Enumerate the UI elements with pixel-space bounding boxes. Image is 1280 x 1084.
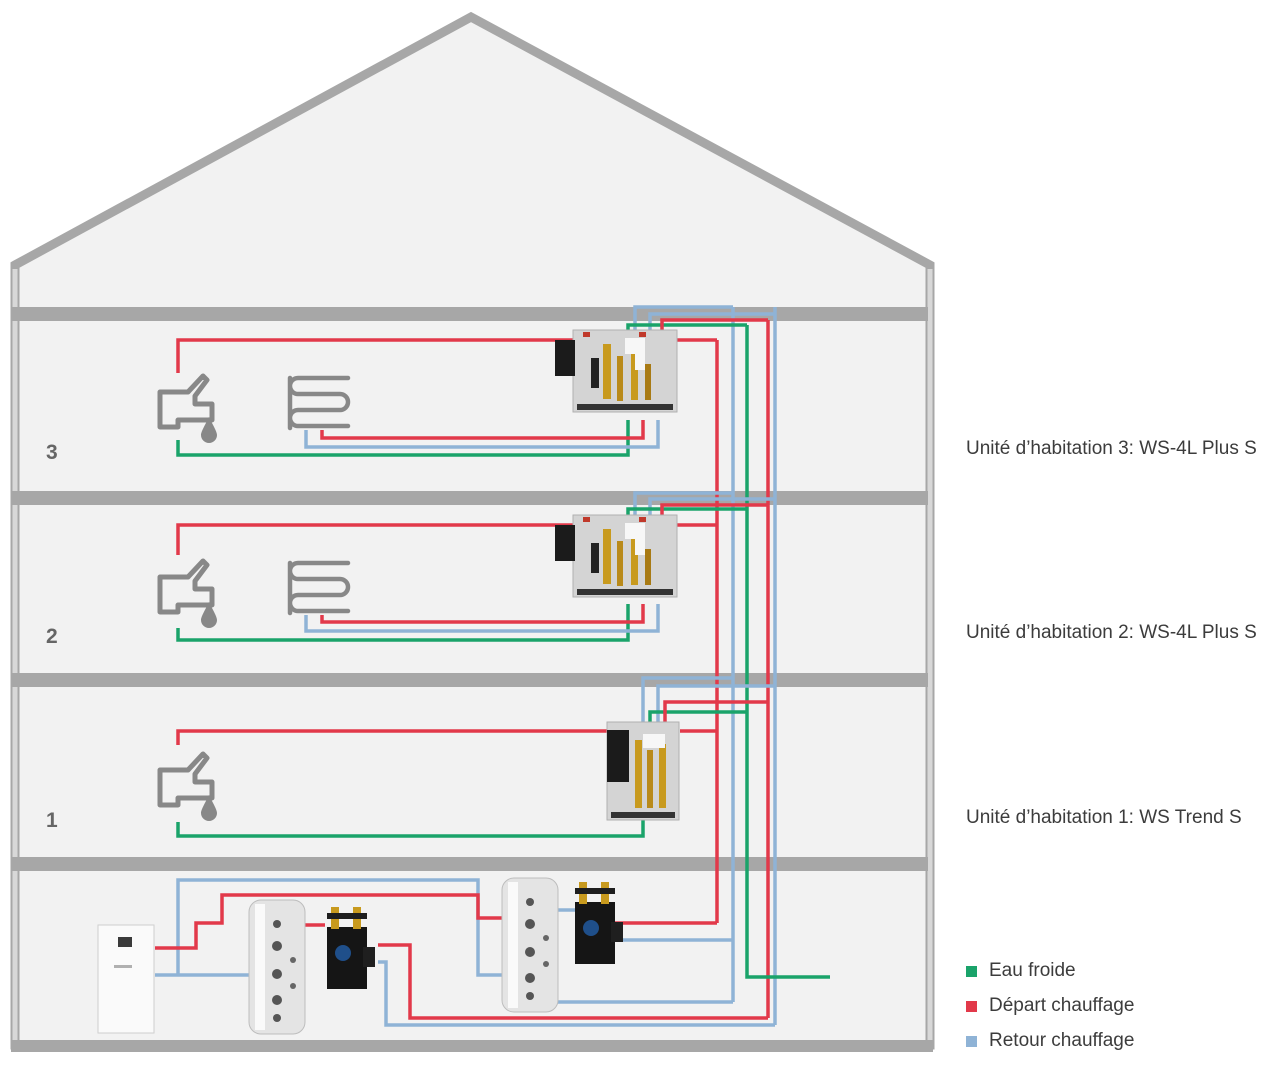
legend-swatch (966, 1000, 977, 1012)
floor-number: 1 (46, 809, 58, 832)
storage-tank (501, 877, 559, 1013)
floor-heating-icon (287, 375, 351, 431)
unit-label: Unité d’habitation 2: WS-4L Plus S (966, 622, 1257, 643)
pipe-supply (155, 893, 505, 950)
pipe-supply (378, 943, 768, 1020)
floor-slab (11, 307, 928, 321)
pipe-return (378, 960, 775, 1027)
pipe-supply (176, 338, 595, 373)
tap-icon (157, 751, 215, 808)
pipe-supply (660, 318, 768, 330)
legend-item: Eau froide (966, 959, 1076, 983)
pipe-return (641, 676, 733, 722)
pipe-supply (660, 503, 768, 515)
pipe-cold (626, 507, 747, 515)
pipe-cold (626, 323, 747, 330)
riser-cold (745, 325, 830, 979)
floor-slab (11, 857, 928, 871)
pipe-supply (320, 420, 645, 440)
water-drop-icon (201, 795, 217, 821)
legend-swatch (966, 965, 977, 977)
pipe-supply (176, 523, 595, 555)
pipe-return (176, 878, 505, 977)
heat-interface-unit (606, 721, 680, 821)
pipe-return (633, 305, 733, 330)
floor-number: 3 (46, 441, 58, 464)
house-outline (10, 11, 935, 1050)
pipe-return (304, 420, 660, 449)
heat-interface-unit (554, 514, 678, 598)
unit-label: Unité d’habitation 3: WS-4L Plus S (966, 438, 1257, 459)
floor-heating-icon (287, 560, 351, 616)
floor-number: 2 (46, 625, 58, 648)
water-drop-icon (201, 602, 217, 628)
legend-label: Départ chauffage (989, 995, 1135, 1016)
legend-label: Retour chauffage (989, 1030, 1135, 1051)
tap-icon (157, 373, 215, 430)
pipe-supply (176, 729, 612, 745)
pipe-supply (663, 700, 768, 722)
floor-slab (11, 673, 928, 687)
legend-label: Eau froide (989, 960, 1076, 981)
boiler (97, 924, 155, 1034)
tap-icon (157, 558, 215, 615)
pipe-return (656, 684, 775, 722)
legend-item: Départ chauffage (966, 994, 1134, 1018)
floor-slab (11, 1040, 933, 1052)
heat-interface-unit (554, 329, 678, 413)
pipe-cold (648, 710, 747, 722)
storage-tank (248, 899, 306, 1035)
pipe-return (304, 604, 660, 633)
pipe-supply (320, 604, 645, 624)
pipe-cold (176, 820, 645, 838)
legend-item: Retour chauffage (966, 1029, 1134, 1053)
water-drop-icon (201, 417, 217, 443)
legend-swatch (966, 1035, 977, 1047)
floor-slab (11, 491, 928, 505)
unit-label: Unité d’habitation 1: WS Trend S (966, 807, 1242, 828)
